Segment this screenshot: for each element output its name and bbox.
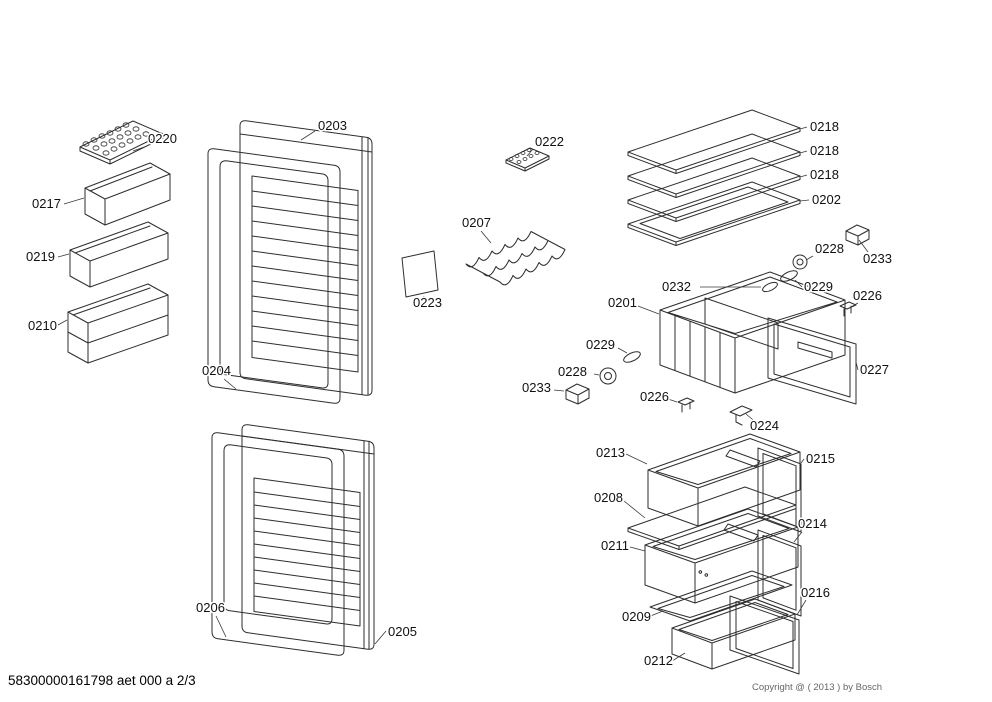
part-label-0214: 0214 (798, 516, 827, 531)
part-0205-door (241, 424, 375, 650)
part-0224-bracket (729, 405, 753, 426)
part-0212-drawer-box-bottom (671, 598, 796, 670)
part-label-0233-left: 0233 (522, 380, 551, 395)
part-label-0204: 0204 (202, 363, 231, 378)
part-0228-roller-left (599, 367, 617, 385)
part-0202-shelf-frame (627, 181, 801, 246)
part-label-0228-top: 0228 (815, 241, 844, 256)
part-label-0213: 0213 (596, 445, 625, 460)
part-label-0215: 0215 (806, 451, 835, 466)
part-label-0212: 0212 (644, 653, 673, 668)
part-label-0217: 0217 (32, 196, 61, 211)
part-label-0220: 0220 (148, 131, 177, 146)
part-label-0223: 0223 (413, 295, 442, 310)
part-0233-end-cap-left (565, 383, 590, 405)
part-0204-door-gasket (207, 148, 341, 404)
part-0203-door (239, 120, 373, 396)
part-0213-drawer-box-top (647, 433, 801, 527)
part-label-0226-mid: 0226 (640, 389, 669, 404)
document-number: 58300000161798 aet 000 a 2/3 (8, 673, 196, 688)
part-0210-door-bin (67, 283, 169, 364)
part-0219-door-bin (69, 221, 169, 288)
part-0208-shelf-plate (627, 486, 797, 550)
part-label-0201: 0201 (608, 295, 637, 310)
part-label-0233-top: 0233 (863, 251, 892, 266)
part-label-0209: 0209 (622, 609, 651, 624)
part-label-0224: 0224 (750, 418, 779, 433)
part-label-0218-3: 0218 (810, 167, 839, 182)
part-0209-rail-plate (649, 570, 793, 622)
part-label-0229-left: 0229 (586, 337, 615, 352)
part-0229-pin-left (623, 351, 641, 363)
part-0232-pin (762, 281, 778, 293)
part-label-0202: 0202 (812, 192, 841, 207)
part-0227-drawer-front-panel (767, 317, 857, 405)
part-0218-shelf-2 (627, 133, 801, 198)
part-label-0210: 0210 (28, 318, 57, 333)
part-0223-cover-plate (401, 250, 439, 298)
part-0233-end-cap-top (845, 224, 870, 246)
egg-tray-cells (82, 122, 150, 156)
copyright-notice: Copyright @ ( 2013 ) by Bosch (752, 682, 882, 693)
part-label-0226-top: 0226 (853, 288, 882, 303)
part-label-0205: 0205 (388, 624, 417, 639)
part-0228-roller-top (792, 254, 808, 270)
part-label-0207: 0207 (462, 215, 491, 230)
part-0201-crisper-container (659, 271, 846, 394)
part-label-0206: 0206 (196, 600, 225, 615)
part-0217-door-bin (84, 162, 171, 226)
part-0229-pin-top (780, 270, 798, 282)
part-label-0229-top: 0229 (804, 279, 833, 294)
part-0206-door-gasket (211, 432, 345, 656)
part-0214-front-panel-middle (757, 529, 802, 617)
part-label-0211: 0211 (601, 538, 629, 553)
part-0226-clip-top (839, 301, 857, 317)
part-label-0228-left: 0228 (558, 364, 587, 379)
leader-lines (57, 126, 869, 662)
part-0218-shelf-3 (627, 157, 801, 222)
part-label-0222: 0222 (535, 134, 564, 149)
part-label-0218-1: 0218 (810, 119, 839, 134)
part-label-0216: 0216 (801, 585, 830, 600)
part-label-0219: 0219 (26, 249, 55, 264)
egg-insert-cells (508, 148, 540, 164)
part-0226-clip-mid (677, 397, 695, 413)
part-0218-shelf-1 (627, 109, 801, 174)
part-label-0203: 0203 (318, 118, 347, 133)
part-label-0227: 0227 (860, 362, 889, 377)
part-label-0218-2: 0218 (810, 143, 839, 158)
part-label-0208: 0208 (594, 490, 623, 505)
part-0207-bottle-rack (465, 231, 566, 286)
part-0216-front-panel-bottom (729, 595, 800, 675)
part-0211-drawer-box-middle (644, 508, 799, 604)
part-label-0232: 0232 (662, 279, 691, 294)
